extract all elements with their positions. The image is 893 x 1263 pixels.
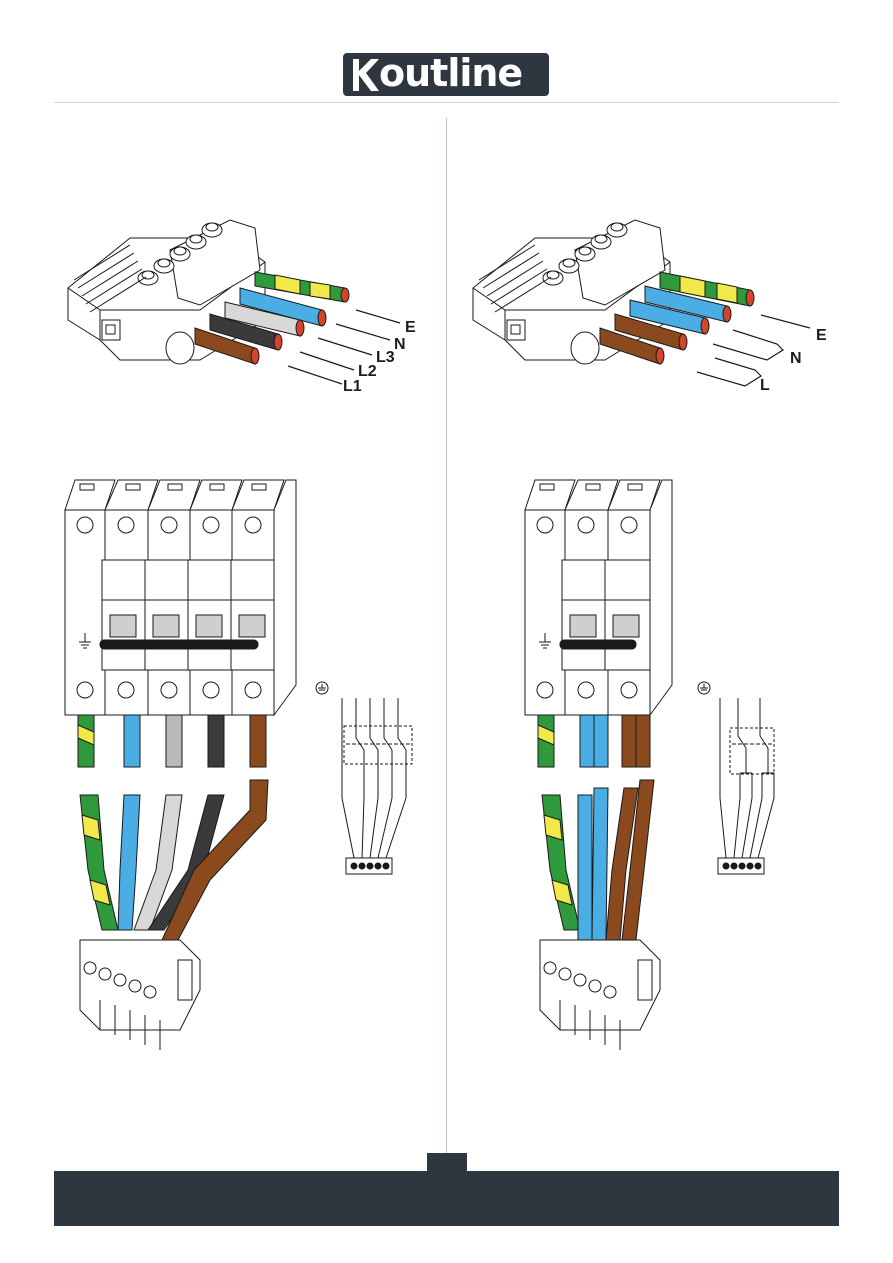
two-pole-breaker-illustration bbox=[520, 470, 720, 1070]
label-l1: L1 bbox=[343, 379, 362, 395]
three-phase-connector-illustration bbox=[60, 210, 440, 410]
label-n: N bbox=[394, 337, 406, 353]
label-l3: L3 bbox=[376, 350, 395, 366]
three-phase-schematic bbox=[312, 678, 422, 898]
header-divider bbox=[54, 102, 839, 103]
column-divider bbox=[446, 118, 447, 1153]
label-e-single: E bbox=[816, 328, 827, 344]
single-phase-connector-illustration bbox=[465, 210, 845, 410]
label-l-single: L bbox=[760, 378, 770, 394]
label-n-single: N bbox=[790, 351, 802, 367]
label-e: E bbox=[405, 320, 416, 336]
logo-text: outline bbox=[379, 50, 522, 96]
outline-logo: outline bbox=[343, 53, 549, 96]
logo-mark-icon bbox=[349, 57, 381, 93]
single-phase-schematic bbox=[694, 678, 784, 898]
